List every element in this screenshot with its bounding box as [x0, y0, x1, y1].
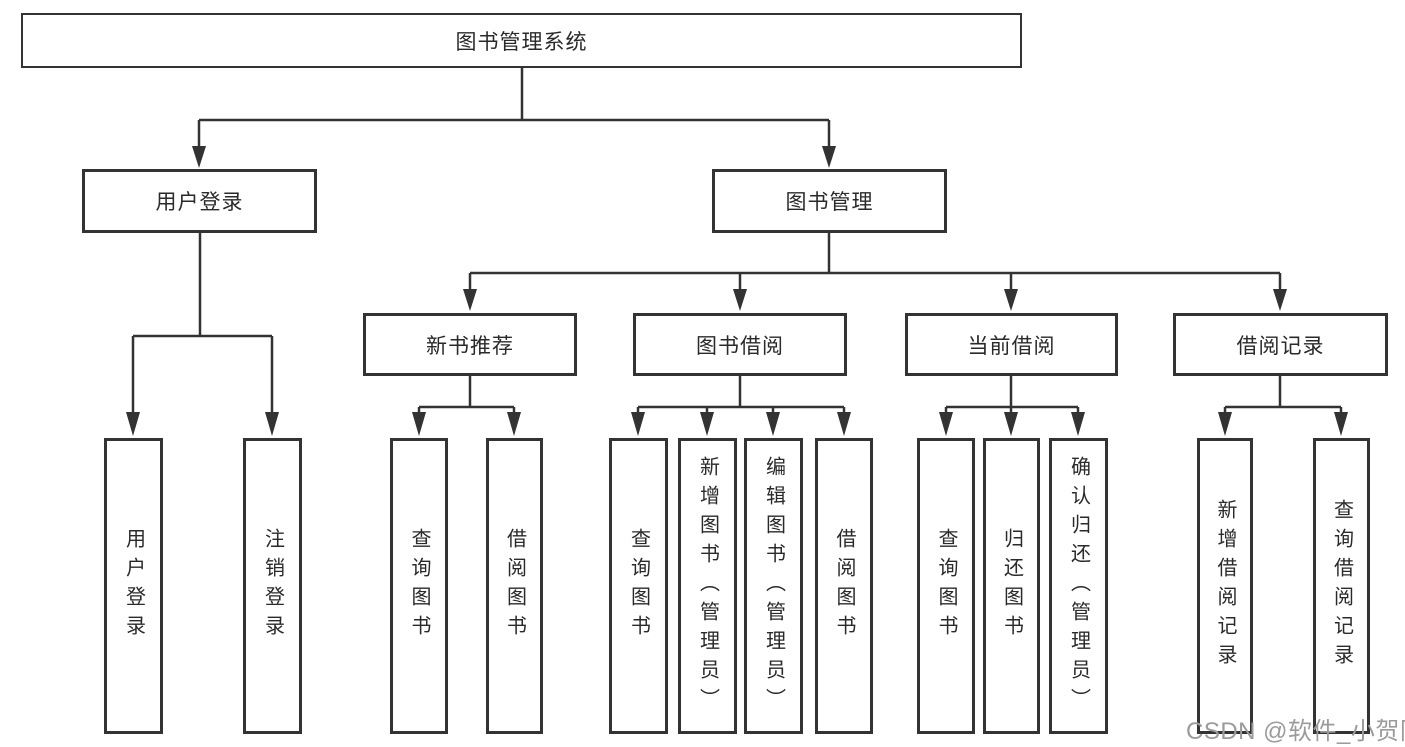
node-borrowing-records: 借阅记录	[1173, 313, 1388, 376]
node-book-management: 图书管理	[712, 169, 947, 233]
node-library-management-system: 图书管理系统	[21, 13, 1022, 68]
leaf-borrow-books-recommend-label: 借阅图书	[503, 528, 526, 644]
leaf-confirm-return-admin-label: 确认归还（管理员）	[1067, 455, 1090, 717]
leaf-add-book-admin: 新增图书（管理员）	[678, 438, 737, 734]
leaf-add-borrow-record: 新增借阅记录	[1197, 438, 1253, 734]
leaf-query-borrow-record: 查询借阅记录	[1313, 438, 1370, 734]
leaf-logout: 注销登录	[243, 438, 302, 734]
node-user-login: 用户登录	[82, 169, 317, 233]
leaf-query-books-borrowing-label: 查询图书	[627, 528, 650, 644]
leaf-add-borrow-record-label: 新增借阅记录	[1214, 499, 1236, 673]
leaf-user-login: 用户登录	[104, 438, 163, 734]
leaf-logout-label: 注销登录	[261, 528, 284, 644]
leaf-return-books-label: 归还图书	[1000, 528, 1023, 644]
leaf-query-books-recommend-label: 查询图书	[408, 528, 430, 644]
leaf-borrow-books-borrowing: 借阅图书	[815, 438, 873, 734]
leaf-add-book-admin-label: 新增图书（管理员）	[696, 455, 719, 717]
leaf-borrow-books-recommend: 借阅图书	[486, 438, 543, 734]
leaf-query-books-current-label: 查询图书	[935, 528, 957, 644]
node-current-borrowing: 当前借阅	[905, 313, 1118, 376]
leaf-confirm-return-admin: 确认归还（管理员）	[1049, 438, 1108, 734]
leaf-user-login-label: 用户登录	[122, 528, 145, 644]
leaf-query-books-recommend: 查询图书	[390, 438, 448, 734]
node-new-book-recommendation: 新书推荐	[363, 313, 577, 376]
leaf-query-borrow-record-label: 查询借阅记录	[1330, 499, 1353, 673]
leaf-edit-book-admin-label: 编辑图书（管理员）	[762, 455, 785, 717]
leaf-query-books-current: 查询图书	[917, 438, 975, 734]
leaf-borrow-books-borrowing-label: 借阅图书	[833, 528, 855, 644]
leaf-return-books: 归还图书	[983, 438, 1040, 734]
leaf-query-books-borrowing: 查询图书	[609, 438, 668, 734]
arrowheads	[126, 146, 1348, 436]
watermark: CSDN @软件_小贺同学	[1186, 718, 1405, 745]
leaf-edit-book-admin: 编辑图书（管理员）	[744, 438, 803, 734]
node-book-borrowing: 图书借阅	[633, 313, 847, 376]
